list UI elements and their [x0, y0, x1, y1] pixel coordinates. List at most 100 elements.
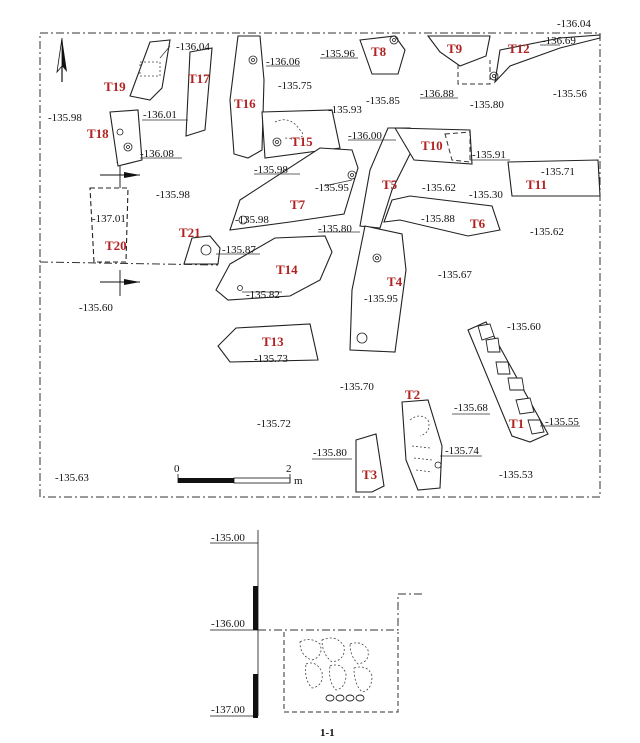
elevation-label: -135.85 — [366, 95, 400, 107]
grave-t18 — [109, 109, 143, 167]
elevation-label: -135.62 — [530, 226, 564, 238]
section-bones — [299, 637, 373, 702]
tomb-label-t9: T9 — [447, 41, 463, 56]
tomb-label-t17: T17 — [188, 71, 210, 86]
section-ground-line — [258, 593, 424, 631]
section-marker-bottom-icon — [100, 270, 140, 296]
elevation-label: -135.98 — [156, 189, 190, 201]
tomb-label-t2: T2 — [405, 387, 420, 402]
elevation-label: -137.01 — [92, 213, 126, 225]
tomb-label-t14: T14 — [276, 262, 298, 277]
tomb-label-t19: T19 — [104, 79, 126, 94]
find-marker-icons — [116, 35, 499, 469]
elevation-label: -136.01 — [143, 109, 177, 121]
grave-t6 — [383, 195, 501, 237]
section-pit — [283, 632, 399, 713]
tomb-label-t1: T1 — [509, 416, 524, 431]
tomb-label-t5: T5 — [382, 177, 398, 192]
elevation-label: -136.69 — [542, 35, 576, 47]
tomb-label-t4: T4 — [387, 274, 403, 289]
elevation-label: -135.80 — [318, 223, 352, 235]
excavation-boundary — [39, 32, 601, 498]
elevation-label: -135.80 — [313, 447, 347, 459]
tomb-label-t20: T20 — [105, 238, 127, 253]
elevation-label: -135.53 — [499, 469, 533, 481]
section-level-label: -136.00 — [211, 618, 245, 630]
elevation-label: -135.74 — [445, 445, 479, 457]
north-arrow-icon — [56, 37, 67, 82]
grave-t11 — [507, 159, 601, 197]
elevation-label: -135.98 — [235, 214, 269, 226]
tomb-label-t12: T12 — [508, 41, 530, 56]
grave-t9 — [426, 35, 491, 67]
grave-t10 — [394, 127, 473, 165]
grave-t7 — [229, 147, 359, 231]
elevation-label: -135.73 — [254, 353, 288, 365]
elevation-label: -135.56 — [553, 88, 587, 100]
scale-end: 2 — [286, 463, 292, 475]
grave-t8 — [359, 35, 406, 75]
scale-bar: 0 2 m — [174, 463, 303, 487]
tomb-label-t16: T16 — [234, 96, 256, 111]
elevation-label: -135.95 — [315, 182, 349, 194]
elevation-label: -135.63 — [55, 472, 89, 484]
elevation-label: -135.55 — [545, 416, 579, 428]
grave-t16 — [229, 35, 265, 159]
elevation-label: -135.75 — [278, 80, 312, 92]
grave-t1 — [467, 321, 549, 443]
elevation-label: -135.87 — [222, 244, 256, 256]
elevation-label: -135.62 — [422, 182, 456, 194]
grave-t20 — [89, 187, 129, 263]
elevation-label: -136.04 — [176, 41, 210, 53]
section-scale-black — [253, 586, 258, 630]
grave-t12 — [494, 34, 601, 84]
scale-unit: m — [294, 475, 303, 487]
tomb-label-t3: T3 — [362, 467, 378, 482]
grave-t3 — [355, 433, 385, 493]
section-level-label: -135.00 — [211, 532, 245, 544]
section-view: -135.00 -136.00 -137.00 1-1 — [210, 530, 424, 739]
elevation-label: -136.04 — [557, 18, 591, 30]
tomb-label-t21: T21 — [179, 225, 201, 240]
elevation-label: -135.98 — [254, 164, 288, 176]
tomb-label-t11: T11 — [526, 177, 547, 192]
grave-t15 — [261, 109, 341, 159]
elevation-label: -135.98 — [48, 112, 82, 124]
elevation-label: -135.60 — [507, 321, 541, 333]
elevation-labels: -136.04 -136.04 -136.06 -135.96 -136.69 … — [48, 18, 591, 484]
grave-t13 — [217, 323, 319, 363]
grave-t21 — [183, 235, 221, 265]
tomb-label-t6: T6 — [470, 216, 486, 231]
tomb-label-t7: T7 — [290, 197, 306, 212]
tomb-label-t18: T18 — [87, 126, 109, 141]
grave-t9-extension — [457, 60, 491, 85]
elevation-label: -135.91 — [472, 149, 506, 161]
leader-lines — [140, 44, 580, 460]
elevation-label: -135.67 — [438, 269, 472, 281]
elevation-label: -135.80 — [470, 99, 504, 111]
grave-t17 — [185, 47, 213, 137]
grave-t14 — [215, 235, 333, 301]
elevation-label: -136.06 — [266, 56, 300, 68]
tomb-label-t10: T10 — [421, 138, 443, 153]
elevation-label: -135.71 — [541, 166, 575, 178]
elevation-label: -135.30 — [469, 189, 503, 201]
tomb-label-t8: T8 — [371, 44, 387, 59]
elevation-label: -135.70 — [340, 381, 374, 393]
section-level-label: -137.00 — [211, 704, 245, 716]
section-scale-black — [253, 674, 258, 718]
elevation-label: -136.88 — [420, 88, 454, 100]
elevation-label: -135.82 — [246, 289, 280, 301]
elevation-label: -136.08 — [140, 148, 174, 160]
elevation-label: -135.96 — [321, 48, 355, 60]
elevation-label: -135.95 — [364, 293, 398, 305]
tomb-label-t13: T13 — [262, 334, 284, 349]
grave-t4 — [349, 225, 407, 353]
tomb-label-t15: T15 — [291, 134, 313, 149]
scale-start: 0 — [174, 463, 180, 475]
grave-t19 — [129, 39, 171, 101]
elevation-label: -136.00 — [348, 130, 382, 142]
elevation-label: -135.72 — [257, 418, 291, 430]
elevation-label: -135.68 — [454, 402, 488, 414]
